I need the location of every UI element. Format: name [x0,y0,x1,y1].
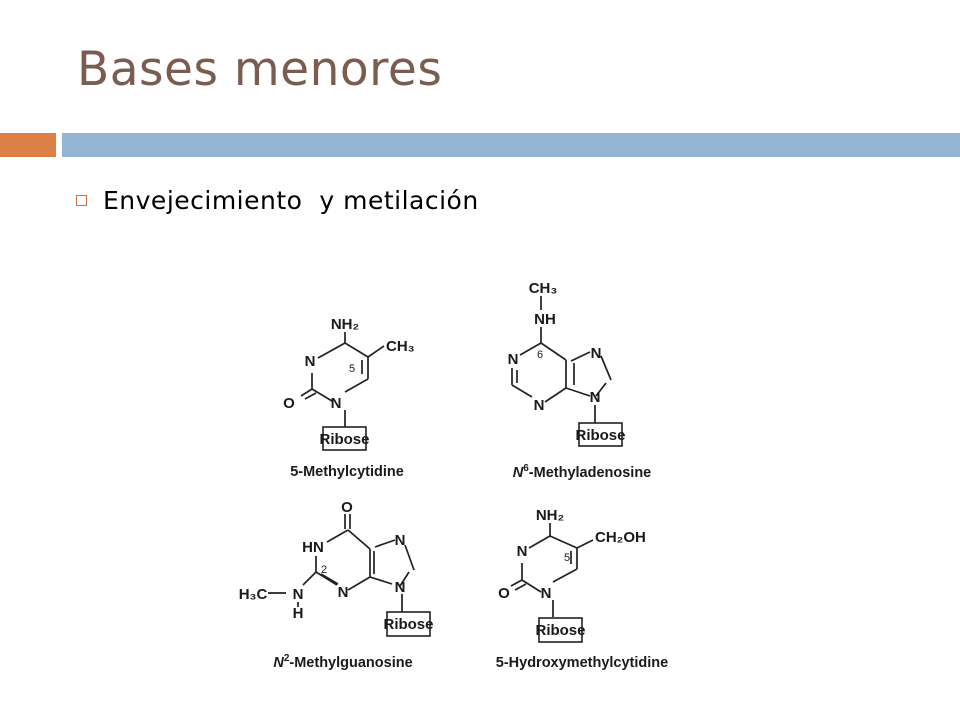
ribose-box [538,617,583,643]
caption-text: -Methylguanosine [289,655,412,671]
ring-nitrogen-7-label: N [591,345,602,362]
methyl-group-label: CH₃ [529,280,558,297]
ribose-label: Ribose [383,616,433,633]
bullet-item: Envejecimiento y metilación [76,183,479,217]
ring-nitrogen-3-label: N [305,353,316,370]
structure-caption: N6-Methyladenosine [513,463,652,481]
methyl-group-label: H₃C [239,586,268,603]
structure-caption: 5-Methylcytidine [290,464,404,480]
structure-n6-methyladenosine: CH₃ NH N N N N 6 Ribose N6-Methyladenosi… [508,280,652,481]
ribose-label: Ribose [535,622,585,639]
square-bullet-icon [76,194,87,206]
ring-nitrogen-7-label: N [395,532,406,549]
ring-nitrogen-1-label: N [541,585,552,602]
ring-nitrogen-1-label: N [508,351,519,368]
structure-caption: N2-Methylguanosine [273,653,412,671]
amino-group-label: NH₂ [536,507,564,524]
ring-nitrogen-9-label: N [395,579,406,596]
carbonyl-oxygen-label: O [498,585,510,602]
slide-title: Bases menores [77,42,443,97]
hydroxymethyl-group-label: CH₂OH [595,529,646,546]
accent-bar [0,133,56,157]
ribose-box [386,611,431,637]
structure-n2-methylguanosine: O HN N N N 2 H₃C N H Ribose N2-Methylgua… [239,499,434,671]
ring-nitrogen-3-label: N [338,584,349,601]
ring-nitrogen-3-label: N [517,543,528,560]
caption-italic-n: N [513,465,524,481]
carbonyl-oxygen-label: O [341,499,353,516]
position-2-label: 2 [321,564,327,576]
ring-nh-label: HN [302,539,324,556]
amino-group-label: NH₂ [331,316,359,333]
position-5-label: 5 [564,552,570,564]
structure-5-methylcytidine: NH₂ CH₃ N N O 5 Ribose 5-Methylcytidine [283,316,415,480]
ring-nitrogen-1-label: N [331,395,342,412]
ribose-box [322,426,367,451]
amine-h-label: H [293,605,304,622]
bullet-text: Envejecimiento y metilación [103,185,479,215]
ring-nitrogen-3-label: N [534,397,545,414]
position-5-label: 5 [349,363,355,375]
ring-nitrogen-9-label: N [590,389,601,406]
ribose-label: Ribose [575,427,625,444]
title-underline-bar [62,133,960,157]
caption-superscript: 6 [523,463,529,474]
ribose-label: Ribose [319,431,369,448]
caption-superscript: 2 [284,653,290,664]
caption-text: -Methyladenosine [529,465,651,481]
structure-5-hydroxymethylcytidine: NH₂ CH₂OH N N O 5 Ribose 5-Hydroxymethyl… [496,507,668,671]
amine-n-label: N [293,586,304,603]
position-6-label: 6 [537,349,543,361]
methyl-group-label: CH₃ [386,338,415,355]
structure-caption: 5-Hydroxymethylcytidine [496,655,668,671]
amine-nh-label: NH [534,311,556,328]
caption-italic-n: N [273,655,284,671]
carbonyl-oxygen-label: O [283,395,295,412]
ribose-box [578,422,623,447]
